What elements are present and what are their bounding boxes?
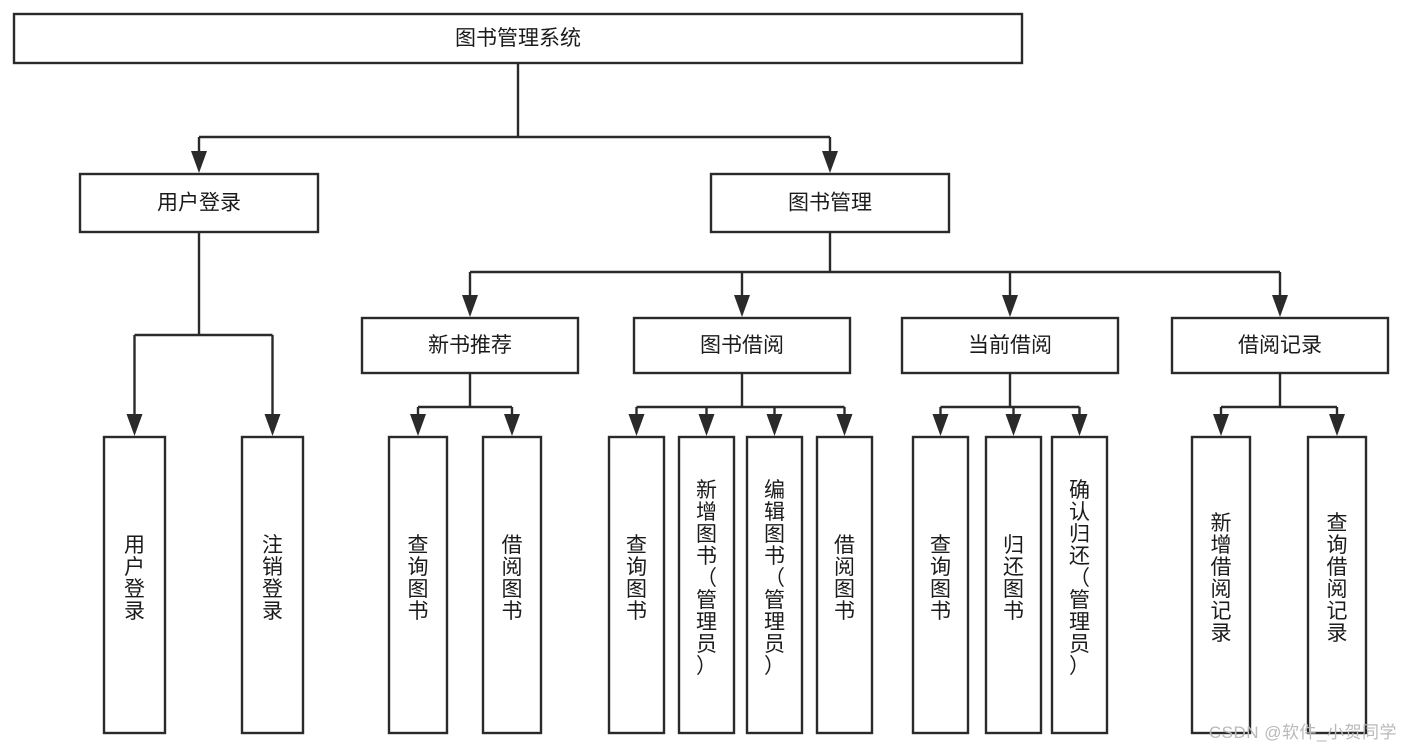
node-leaf-query-record[interactable]: 查询借阅记录 [1306,435,1368,735]
connector-arrow-icon [462,295,478,317]
node-leaf-borrow-book-2[interactable]: 借阅图书 [815,435,874,735]
connector-arrow-icon [1213,414,1229,436]
node-root[interactable]: 图书管理系统 [12,12,1024,65]
node-leaf-return-book[interactable]: 归还图书 [984,435,1043,735]
node-book-borrow[interactable]: 图书借阅 [632,316,852,375]
edge-group-root [191,63,838,173]
node-layer: 图书管理系统用户登录图书管理新书推荐图书借阅当前借阅借阅记录用户登录注销登录查询… [12,12,1390,735]
node-label: 图书管理 [788,192,872,215]
node-box [240,435,305,735]
node-box [607,435,666,735]
connector-arrow-icon [1002,295,1018,317]
node-box [78,172,320,234]
node-leaf-edit-book[interactable]: 编辑图书（管理员） [745,435,804,735]
node-leaf-confirm-return[interactable]: 确认归还（管理员） [1050,435,1109,735]
node-box [911,435,970,735]
connector-arrow-icon [766,414,783,436]
node-book-manage[interactable]: 图书管理 [709,172,951,234]
connector-arrow-icon [698,414,715,436]
node-box [632,316,852,375]
connector-arrow-icon [1071,414,1088,436]
node-box [677,435,736,735]
connector-layer [126,63,1345,436]
node-label: 注销登录 [262,534,283,623]
node-user-login[interactable]: 用户登录 [78,172,320,234]
node-leaf-query-book-2[interactable]: 查询图书 [607,435,666,735]
connector-arrow-icon [410,414,426,436]
connector-arrow-icon [1005,414,1022,436]
node-box [387,435,449,735]
node-box [12,12,1024,65]
node-label: 借阅图书 [834,534,855,623]
node-leaf-add-record[interactable]: 新增借阅记录 [1190,435,1252,735]
node-label: 查询借阅记录 [1327,512,1348,645]
node-label: 新增图书（管理员） [696,479,717,678]
connector-arrow-icon [191,151,207,173]
node-label: 归还图书 [1003,534,1024,623]
connector-arrow-icon [836,414,853,436]
connector-arrow-icon [822,151,838,173]
node-leaf-query-book-1[interactable]: 查询图书 [387,435,449,735]
node-box [1190,435,1252,735]
node-label: 借阅记录 [1238,334,1322,357]
node-box [984,435,1043,735]
node-leaf-user-logout[interactable]: 注销登录 [240,435,305,735]
node-label: 用户登录 [157,192,241,215]
edge-group-book-manage [462,232,1288,317]
edge-group-user-login [126,232,281,436]
connector-arrow-icon [264,414,281,436]
edge-group-current-borrow [932,373,1088,436]
node-current-borrow[interactable]: 当前借阅 [900,316,1120,375]
node-box [360,316,580,375]
edge-group-book-borrow [628,373,853,436]
node-box [1170,316,1390,375]
node-label: 确认归还（管理员） [1069,479,1090,678]
node-label: 当前借阅 [968,334,1052,357]
node-label: 图书借阅 [700,334,784,357]
node-new-book-recommend[interactable]: 新书推荐 [360,316,580,375]
node-leaf-add-book[interactable]: 新增图书（管理员） [677,435,736,735]
connector-arrow-icon [734,295,750,317]
connector-arrow-icon [126,414,143,436]
node-leaf-user-login[interactable]: 用户登录 [102,435,167,735]
connector-arrow-icon [628,414,645,436]
edge-group-new-book-recommend [410,373,520,436]
csdn-watermark: CSDN @软件_小贺同学 [1208,723,1397,742]
node-box [900,316,1120,375]
node-label: 图书管理系统 [455,27,581,50]
node-label: 新增借阅记录 [1211,512,1232,645]
node-leaf-borrow-book-1[interactable]: 借阅图书 [481,435,543,735]
node-label: 查询图书 [408,534,429,623]
node-box [815,435,874,735]
node-box [1050,435,1109,735]
node-leaf-query-book-3[interactable]: 查询图书 [911,435,970,735]
connector-arrow-icon [1272,295,1288,317]
node-box [709,172,951,234]
node-label: 编辑图书（管理员） [764,479,785,678]
connector-arrow-icon [932,414,949,436]
node-label: 借阅图书 [502,534,523,623]
node-box [481,435,543,735]
connector-arrow-icon [1329,414,1345,436]
node-label: 新书推荐 [428,334,512,357]
connector-arrow-icon [504,414,520,436]
node-box [745,435,804,735]
node-borrow-record[interactable]: 借阅记录 [1170,316,1390,375]
node-box [102,435,167,735]
node-label: 查询图书 [930,534,951,623]
node-label: 用户登录 [124,534,145,623]
node-label: 查询图书 [626,534,647,623]
edge-group-borrow-record [1213,373,1345,436]
node-box [1306,435,1368,735]
